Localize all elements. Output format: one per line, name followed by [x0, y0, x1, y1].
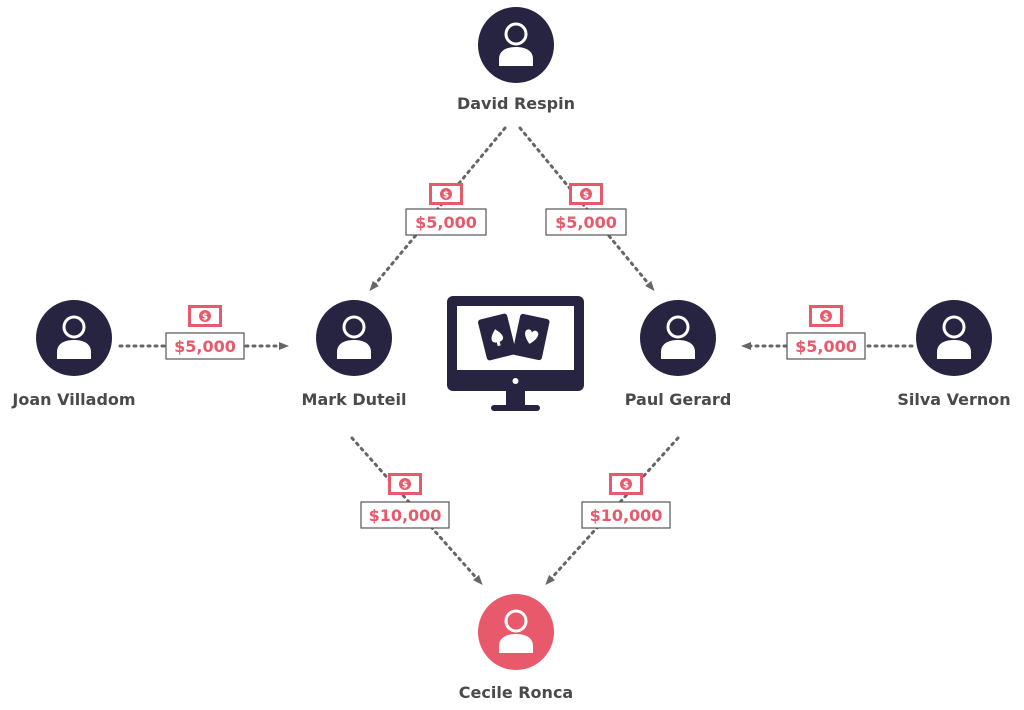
- person-name: Paul Gerard: [625, 390, 732, 409]
- svg-text:$: $: [402, 481, 408, 491]
- amount-label: $5,000: [555, 213, 617, 232]
- svg-text:$: $: [443, 191, 449, 201]
- svg-text:$: $: [623, 481, 629, 491]
- banknote-icon: $: [429, 183, 463, 205]
- connector-david-to-mark: [369, 126, 507, 292]
- amount-label: $5,000: [174, 337, 236, 356]
- banknote-icon: $: [609, 473, 643, 495]
- user-icon: [478, 7, 554, 83]
- transfer-label-silva-paul: $ $5,000: [786, 305, 866, 360]
- amount-box: [165, 332, 245, 360]
- monitor-icon: [447, 296, 584, 411]
- user-icon: [36, 300, 112, 376]
- amount-box: [786, 332, 866, 360]
- person-silva-vernon: Silva Vernon: [897, 300, 1011, 409]
- person-name: Joan Villadom: [11, 390, 135, 409]
- transfer-label-david-paul: $ $5,000: [545, 183, 627, 236]
- transfer-label-paul-cecile: $ $10,000: [581, 473, 671, 529]
- amount-label: $5,000: [415, 213, 477, 232]
- connector-david-to-paul: [518, 126, 655, 292]
- amount-label: $10,000: [590, 506, 663, 525]
- amount-label: $10,000: [369, 506, 442, 525]
- person-mark-duteil: Mark Duteil: [302, 300, 407, 409]
- connector-mark-to-cecile: [350, 436, 483, 585]
- banknote-icon: $: [388, 473, 422, 495]
- person-paul-gerard: Paul Gerard: [625, 300, 732, 409]
- user-icon: [478, 594, 554, 670]
- amount-label: $5,000: [795, 337, 857, 356]
- person-name: Mark Duteil: [302, 390, 407, 409]
- amount-box: [405, 208, 487, 236]
- user-icon: [916, 300, 992, 376]
- banknote-icon: $: [188, 305, 222, 327]
- people-nodes: David Respin Joan Villadom Mark Duteil: [11, 7, 1011, 702]
- transfer-label-david-mark: $ $5,000: [405, 183, 487, 236]
- transfer-amount-labels: $ $5,000 $ $5,000 $ $5,0: [165, 183, 866, 529]
- transfer-label-mark-cecile: $ $10,000: [360, 473, 450, 529]
- amount-box: [545, 208, 627, 236]
- banknote-icon: $: [569, 183, 603, 205]
- person-david-respin: David Respin: [457, 7, 575, 113]
- svg-text:$: $: [202, 313, 208, 323]
- person-name: Cecile Ronca: [459, 683, 573, 702]
- amount-box: [581, 501, 671, 529]
- amount-box: [360, 501, 450, 529]
- playing-cards-icon: [478, 313, 550, 361]
- user-icon: [640, 300, 716, 376]
- person-joan-villadom: Joan Villadom: [11, 300, 136, 409]
- person-name: David Respin: [457, 94, 575, 113]
- transfer-label-joan-mark: $ $5,000: [165, 305, 245, 360]
- person-name: Silva Vernon: [897, 390, 1010, 409]
- svg-text:$: $: [823, 313, 829, 323]
- user-icon: [316, 300, 392, 376]
- svg-text:$: $: [583, 191, 589, 201]
- banknote-icon: $: [809, 305, 843, 327]
- person-cecile-ronca: Cecile Ronca: [459, 594, 573, 702]
